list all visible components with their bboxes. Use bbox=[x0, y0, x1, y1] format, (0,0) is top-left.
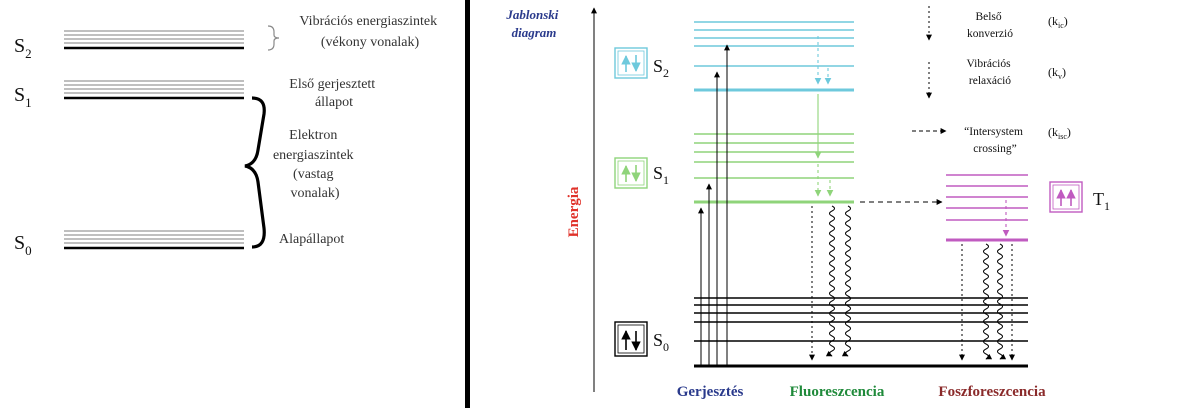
s2-levels bbox=[694, 21, 854, 92]
s2-spin-box bbox=[614, 47, 648, 79]
legend-intersystem-crossing: “Intersystem crossing” (kisc) bbox=[912, 125, 1071, 155]
panel-divider bbox=[465, 0, 470, 408]
s1-levels bbox=[694, 133, 854, 204]
left-s0-label: S0 bbox=[14, 232, 32, 258]
legend-vibrational-relaxation: Vibrációs relaxáció (kv) bbox=[926, 58, 1066, 99]
svg-text:Vibrációs relaxáció: Vibrációs relaxáció bbox=[967, 58, 1014, 87]
electron-levels-label: Elektron energiaszintek (vastag vonalak) bbox=[273, 128, 357, 201]
excitation-arrows bbox=[698, 44, 730, 366]
fluorescence-transitions bbox=[809, 205, 851, 361]
electron-levels-brace bbox=[244, 96, 266, 249]
energy-axis-label: Energia bbox=[566, 186, 582, 237]
svg-text:(kisc): (kisc) bbox=[1048, 125, 1071, 141]
left-s2-label: S2 bbox=[14, 35, 32, 61]
right-panel: Jablonski diagram Energia bbox=[505, 6, 1110, 400]
s1-label: S1 bbox=[653, 163, 669, 187]
svg-text:(kic): (kic) bbox=[1048, 14, 1068, 30]
s2-relaxation-arrows bbox=[814, 36, 832, 85]
excitation-label: Gerjesztés bbox=[677, 384, 744, 400]
svg-text:“Intersystem crossing”: “Intersystem crossing” bbox=[964, 126, 1026, 155]
fluorescence-wave-1 bbox=[825, 205, 835, 357]
phosphorescence-wave-2 bbox=[997, 243, 1007, 360]
svg-text:Belső konverzió: Belső konverzió bbox=[967, 11, 1013, 40]
s1-spin-box bbox=[614, 157, 648, 189]
s0-levels bbox=[694, 297, 1028, 368]
ground-state-label: Alapállapot bbox=[279, 232, 344, 247]
t1-levels bbox=[946, 174, 1028, 242]
s1-relaxation-arrows bbox=[814, 164, 834, 197]
phosphorescence-transitions bbox=[959, 243, 1015, 361]
s0-spin-box bbox=[614, 321, 648, 357]
s0-label: S0 bbox=[653, 330, 669, 354]
left-panel: S2 S1 S0 Vibrációs energiaszintek (vékon… bbox=[14, 14, 440, 258]
left-s0-levels bbox=[64, 230, 244, 250]
fluorescence-label: Fluoreszcencia bbox=[790, 384, 885, 400]
left-s2-levels bbox=[64, 30, 244, 50]
s2-label: S2 bbox=[653, 56, 669, 80]
vibrational-brace bbox=[267, 25, 280, 51]
diagram-title: Jablonski diagram bbox=[505, 7, 561, 40]
svg-text:(kv): (kv) bbox=[1048, 65, 1066, 81]
t1-label: T1 bbox=[1093, 189, 1110, 213]
excited-state-label: Első gerjesztett állapot bbox=[289, 77, 378, 110]
phosphorescence-label: Foszforeszcencia bbox=[938, 384, 1046, 400]
left-s1-label: S1 bbox=[14, 84, 32, 110]
fluorescence-wave-2 bbox=[841, 205, 851, 357]
t1-spin-box bbox=[1049, 181, 1083, 213]
left-s1-levels bbox=[64, 80, 244, 100]
legend-internal-conversion: Belső konverzió (kic) bbox=[926, 6, 1068, 41]
phosphorescence-wave-1 bbox=[983, 243, 993, 360]
vibrational-label: Vibrációs energiaszintek (vékony vonalak… bbox=[299, 14, 440, 50]
